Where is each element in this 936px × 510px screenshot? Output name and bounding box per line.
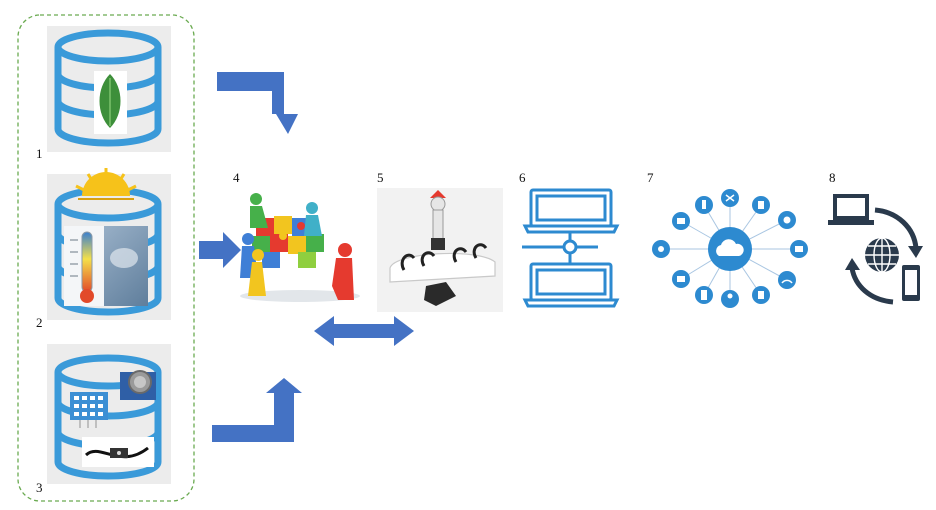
arrow-up-right bbox=[212, 378, 302, 442]
iot-cloud-icon bbox=[652, 189, 808, 308]
step-label-4: 4 bbox=[233, 170, 240, 185]
database-leaf-icon bbox=[47, 26, 171, 152]
puzzle-team-icon bbox=[240, 193, 360, 302]
step-label-3: 3 bbox=[36, 480, 43, 495]
connected-laptops-icon bbox=[522, 188, 620, 308]
laptop-globe-phone-icon bbox=[828, 194, 923, 305]
step-label-7: 7 bbox=[647, 170, 654, 185]
data-sources-group bbox=[17, 14, 195, 502]
step-label-2: 2 bbox=[36, 315, 43, 330]
arrow-right bbox=[199, 232, 241, 268]
database-weather-icon bbox=[47, 168, 171, 320]
double-arrow bbox=[314, 316, 414, 346]
arrow-down-right bbox=[217, 72, 298, 134]
step-label-8: 8 bbox=[829, 170, 836, 185]
robot-arm-icon bbox=[377, 188, 503, 312]
step-label-5: 5 bbox=[377, 170, 384, 185]
flow-arrows bbox=[199, 72, 414, 442]
step-label-6: 6 bbox=[519, 170, 526, 185]
database-sensor-icon bbox=[47, 344, 171, 484]
step-label-1: 1 bbox=[36, 146, 43, 161]
